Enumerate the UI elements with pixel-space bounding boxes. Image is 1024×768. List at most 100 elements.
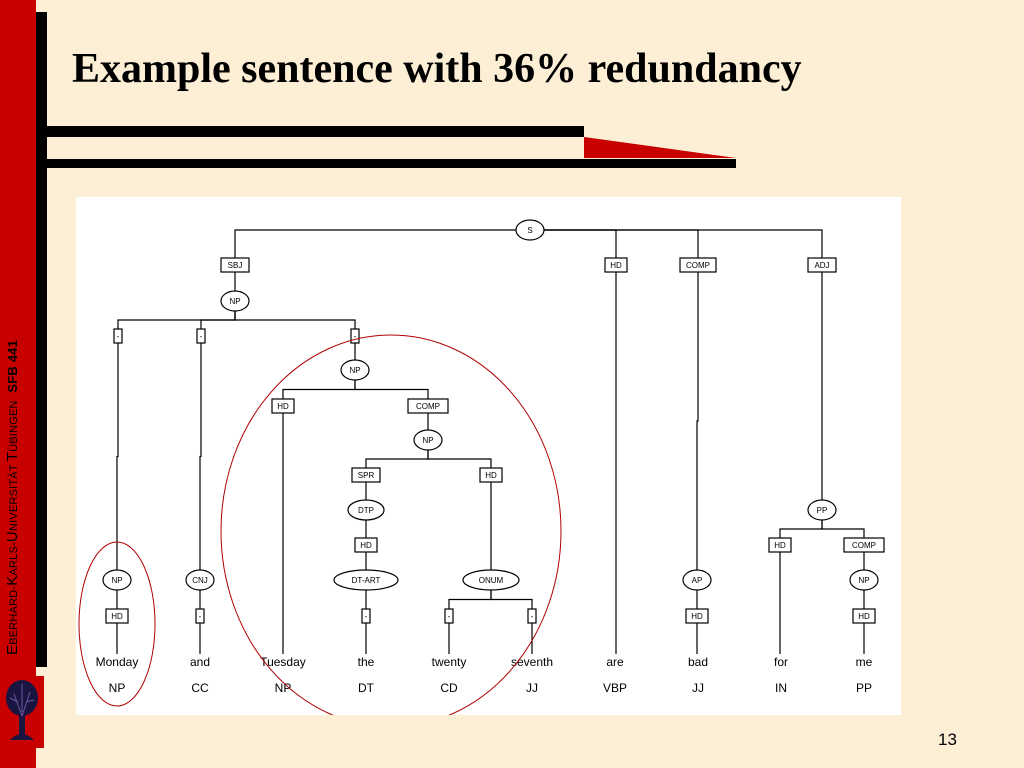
edge-s-sbj: [234, 229, 516, 258]
node-dtp: DTP: [347, 499, 385, 521]
node-comp-bad: COMP: [679, 257, 717, 273]
node-shape: [807, 499, 837, 521]
edge-np-top-dash-tue: [234, 311, 356, 329]
node-dash-the: -: [361, 608, 371, 624]
node-shape: [340, 359, 370, 381]
node-shape: [351, 467, 381, 483]
node-label: -: [117, 332, 120, 341]
node-shape: [195, 608, 205, 624]
node-shape: [185, 569, 215, 591]
node-label: SPR: [358, 471, 375, 480]
pos-tag-2: NP: [275, 681, 292, 695]
slide-title: Example sentence with 36% redundancy: [72, 46, 802, 92]
node-dash-seventh: -: [527, 608, 537, 624]
node-shape: [220, 257, 250, 273]
node-label: PP: [817, 506, 828, 515]
word-4: twenty: [432, 655, 467, 669]
edge-pp-comp-pp: [821, 520, 865, 538]
node-shape: [354, 537, 378, 553]
node-shape: [113, 328, 123, 344]
node-shape: [444, 608, 454, 624]
pos-tag-8: IN: [775, 681, 787, 695]
node-label: -: [199, 612, 202, 621]
node-cnj: CNJ: [185, 569, 215, 591]
pos-tag-5: JJ: [526, 681, 538, 695]
word-3: the: [358, 655, 375, 669]
node-hd-me: HD: [852, 608, 876, 624]
node-comp-pp: COMP: [843, 537, 885, 553]
node-hd-are: HD: [604, 257, 628, 273]
node-comp-tue: COMP: [407, 398, 449, 414]
edge-dash-and-cnj: [199, 343, 202, 570]
node-shape: [768, 537, 792, 553]
node-label: COMP: [852, 541, 876, 550]
node-label: -: [200, 332, 203, 341]
node-label: DT-ART: [352, 576, 381, 585]
edge-np-date-spr: [365, 450, 429, 468]
node-label: AP: [692, 576, 703, 585]
node-label: HD: [691, 612, 703, 621]
node-shape: [682, 569, 712, 591]
node-dash-cnj: -: [195, 608, 205, 624]
sfb-label: SFB 441: [5, 339, 20, 393]
node-shape: [413, 429, 443, 451]
node-shape: [347, 499, 385, 521]
node-shape: [679, 257, 717, 273]
highlight-circle-monday: [78, 541, 156, 707]
pos-tag-9: PP: [856, 681, 872, 695]
node-label: HD: [774, 541, 786, 550]
node-label: -: [354, 332, 357, 341]
node-hd-monday: HD: [105, 608, 129, 624]
pos-tag-4: CD: [440, 681, 458, 695]
node-shape: [102, 569, 132, 591]
edge-s-comp-bad: [544, 229, 699, 258]
word-8: for: [774, 655, 788, 669]
edge-onum-dash-seventh: [490, 590, 533, 609]
pos-tag-3: DT: [358, 681, 375, 695]
node-shape: [350, 328, 360, 344]
dependency-tree-figure: S SBJ HD COMP ADJ NP - - - NP HD COMP NP SPR HD DTP HD DT…: [76, 197, 901, 715]
university-name: EBERHARD-KARLS-UNIVERSITÄT TÜBINGEN: [4, 400, 21, 655]
node-shape: [852, 608, 876, 624]
node-label: COMP: [686, 261, 710, 270]
node-hd-dtp: HD: [354, 537, 378, 553]
node-label: HD: [858, 612, 870, 621]
node-label: S: [527, 226, 532, 235]
word-2: Tuesday: [260, 655, 306, 669]
edge-pp-hd-pp: [779, 520, 823, 538]
edge-np-tue-hd-tue: [282, 380, 356, 399]
node-label: SBJ: [228, 261, 243, 270]
node-np-top: NP: [220, 290, 250, 312]
node-shape: [462, 569, 520, 591]
node-shape: [843, 537, 885, 553]
node-shape: [807, 257, 837, 273]
word-9: me: [856, 655, 873, 669]
highlight-circle-date-phrase: [220, 334, 562, 715]
node-pp: PP: [807, 499, 837, 521]
tree-edges: [116, 229, 865, 654]
edge-comp-bad-ap: [696, 272, 699, 570]
node-label: COMP: [416, 402, 440, 411]
node-label: NP: [422, 436, 433, 445]
node-shape: [527, 608, 537, 624]
node-shape: [105, 608, 129, 624]
node-label: ADJ: [814, 261, 829, 270]
edge-np-tue-comp-tue: [354, 380, 429, 399]
word-5: seventh: [511, 655, 553, 669]
node-dash-and: -: [196, 328, 206, 344]
node-label: HD: [610, 261, 622, 270]
tree-nodes: S SBJ HD COMP ADJ NP - - - NP HD COMP NP SPR HD DTP HD DT…: [102, 219, 885, 624]
node-label: NP: [111, 576, 122, 585]
node-label: CNJ: [192, 576, 208, 585]
node-shape: [479, 467, 503, 483]
node-shape: [220, 290, 250, 312]
node-shape: [361, 608, 371, 624]
node-label: NP: [229, 297, 240, 306]
node-label: HD: [111, 612, 123, 621]
node-dash-tue: -: [350, 328, 360, 344]
node-np-me: NP: [849, 569, 879, 591]
vertical-rule: [36, 12, 47, 667]
node-ap: AP: [682, 569, 712, 591]
word-1: and: [190, 655, 210, 669]
edge-onum-dash-twenty: [448, 590, 492, 609]
